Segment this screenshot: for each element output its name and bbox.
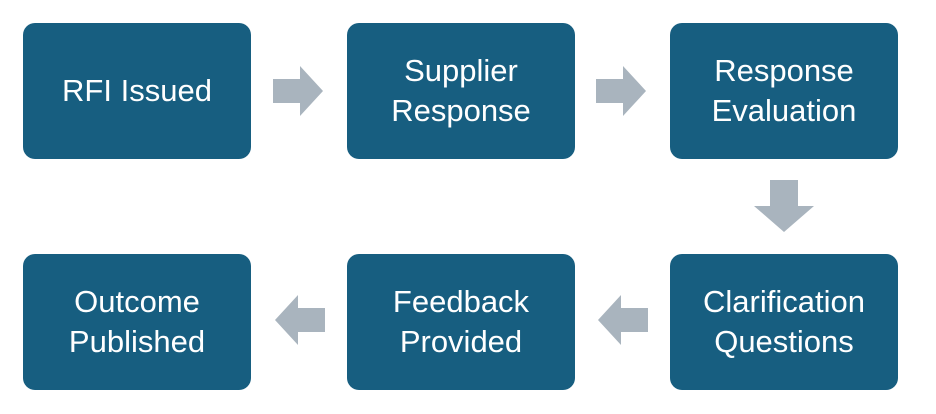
step-label-line: RFI Issued [62, 73, 212, 108]
arrow-down-icon [754, 180, 814, 232]
step-outcome-published: Outcome Published [23, 254, 251, 390]
step-clarification-questions: Clarification Questions [670, 254, 898, 390]
step-label-line: Outcome [74, 284, 200, 319]
step-label-line: Clarification [703, 284, 865, 319]
arrow-right-icon [273, 66, 323, 116]
step-supplier-response: Supplier Response [347, 23, 575, 159]
step-label-line: Feedback [392, 284, 530, 319]
step-feedback-provided: Feedback Provided [347, 254, 575, 390]
step-label-line: Provided [399, 324, 523, 359]
arrow-left-icon [275, 295, 325, 345]
step-rfi-issued: RFI Issued [23, 23, 251, 159]
step-label-line: Response [391, 93, 531, 128]
step-label-line: Evaluation [711, 93, 857, 128]
step-label-line: Questions [714, 324, 854, 359]
step-response-evaluation: Response Evaluation [670, 23, 898, 159]
arrow-left-icon [598, 295, 648, 345]
step-label-line: Response [714, 53, 854, 88]
step-label-line: Supplier [404, 53, 518, 88]
arrow-right-icon [596, 66, 646, 116]
step-label-line: Published [68, 324, 206, 359]
